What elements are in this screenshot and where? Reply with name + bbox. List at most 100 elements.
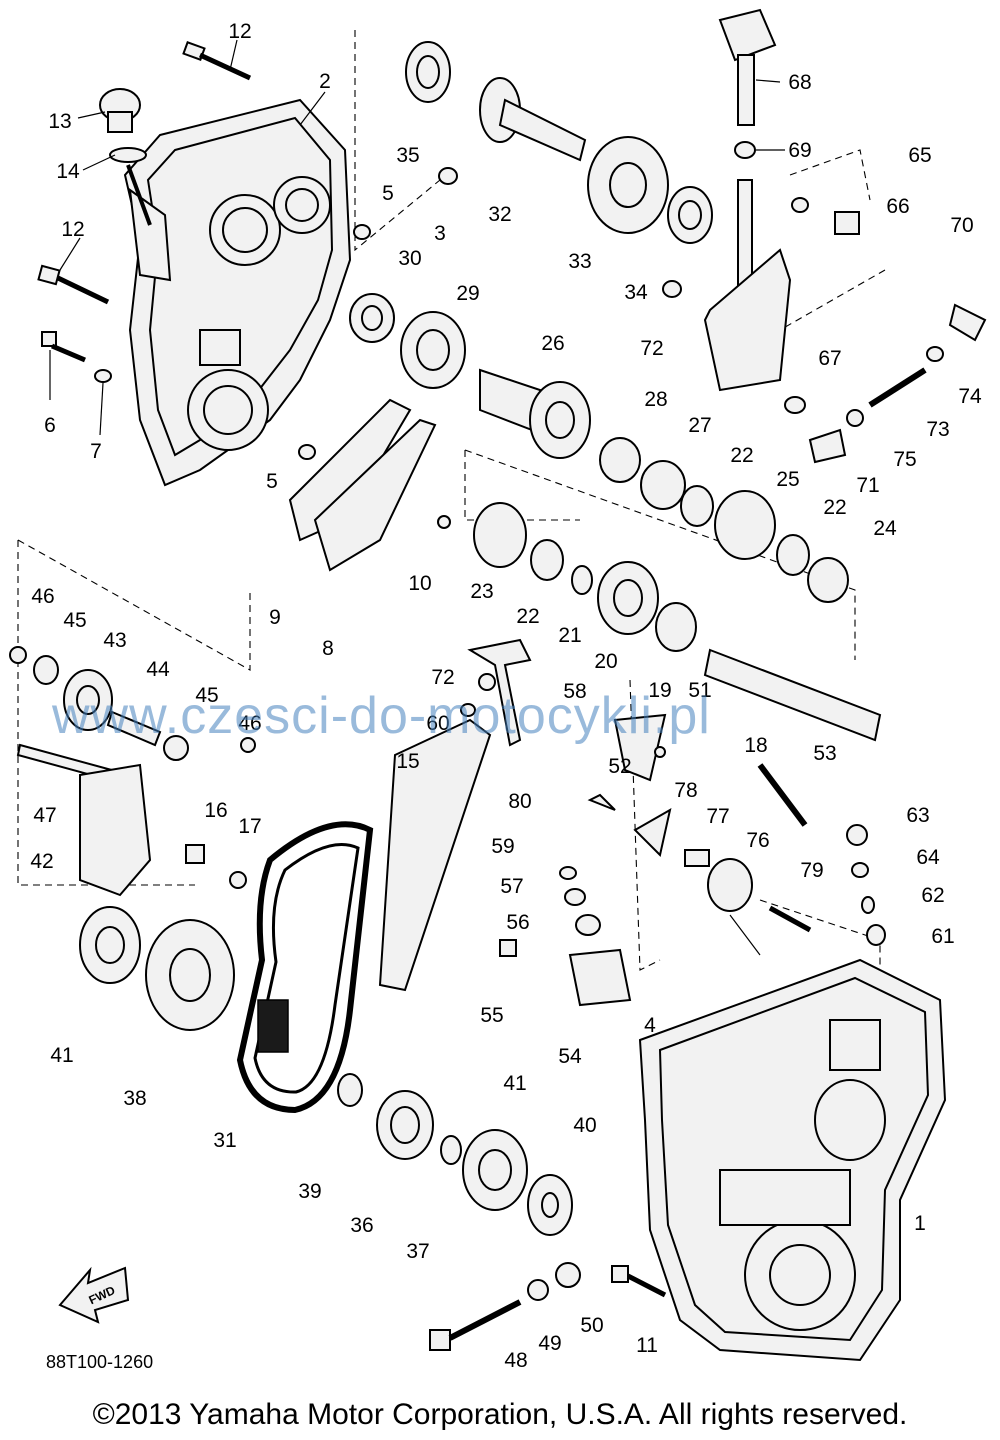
callout-55: 55 [480,1004,503,1027]
callout-59: 59 [491,835,514,858]
callout-74: 74 [958,385,982,408]
callout-41: 41 [503,1072,526,1095]
callout-52: 52 [608,755,631,778]
callout-35: 35 [396,144,419,167]
callout-22: 22 [823,496,846,519]
callout-57: 57 [500,875,523,898]
callout-71: 71 [856,474,879,497]
callout-7: 7 [90,440,102,463]
callout-77: 77 [706,805,729,828]
belt-and-strap [236,718,492,1114]
callout-43: 43 [103,629,126,652]
callout-20: 20 [594,650,617,673]
upper-bearings [349,41,713,389]
callout-46: 46 [31,585,54,608]
leader-lines [49,39,785,956]
callout-9: 9 [269,606,281,629]
callout-38: 38 [123,1087,146,1110]
callout-45: 45 [195,684,218,707]
callout-3: 3 [434,222,446,245]
watermark-text: www.czesci-do-motocykli.pl [52,687,711,745]
mid-gears [473,502,882,742]
copyright-notice: ©2013 Yamaha Motor Corporation, U.S.A. A… [92,1398,908,1431]
upper-gears [479,77,849,603]
lower-case [638,958,947,1362]
callout-69: 69 [788,139,811,162]
callout-61: 61 [931,925,954,948]
callout-65: 65 [908,144,931,167]
group-frames [17,30,886,980]
callout-5: 5 [382,182,394,205]
callout-39: 39 [298,1180,321,1203]
callout-58: 58 [563,680,586,703]
callout-68: 68 [788,71,811,94]
callout-32: 32 [488,203,511,226]
callout-42: 42 [30,850,53,873]
callout-2: 2 [319,70,331,93]
callout-1: 1 [914,1212,926,1235]
callout-62: 62 [921,884,944,907]
callout-16: 16 [204,799,227,822]
callout-46: 46 [238,712,261,735]
callout-48: 48 [504,1349,527,1372]
left-cluster [9,646,256,1031]
gaskets [288,398,451,572]
callout-33: 33 [568,250,591,273]
callout-23: 23 [470,580,493,603]
callout-30: 30 [398,247,421,270]
callout-78: 78 [674,779,697,802]
callout-50: 50 [580,1314,603,1337]
callout-4: 4 [644,1014,656,1037]
fwd-arrow-icon: FWD [58,1266,130,1324]
callout-60: 60 [426,712,449,735]
callout-17: 17 [238,815,261,838]
shift-linkage [703,8,987,464]
callout-45: 45 [63,609,86,632]
callout-labels: 1 2 3 4 5 5 5 6 7 8 9 10 11 12 12 13 14 … [30,20,982,1372]
reference-code: 88T100-1260 [46,1352,154,1372]
callout-31: 31 [213,1129,236,1152]
callout-47: 47 [33,804,56,827]
callout-29: 29 [456,282,479,305]
callout-22: 22 [730,444,753,467]
callout-72: 72 [640,337,663,360]
callout-11: 11 [636,1334,658,1357]
callout-6: 6 [44,414,56,437]
callout-13: 13 [48,110,71,133]
callout-41: 41 [50,1044,73,1067]
callout-79: 79 [800,859,823,882]
lower-parts [337,1073,667,1351]
callout-10: 10 [408,572,431,595]
upper-bolts [37,41,458,460]
shift-parts-mid [460,638,886,1007]
callout-80: 80 [508,790,531,813]
upper-case-cover [123,98,352,487]
callout-64: 64 [916,846,940,869]
callout-54: 54 [558,1045,582,1068]
callout-12: 12 [228,20,251,43]
callout-67: 67 [818,347,841,370]
callout-34: 34 [624,281,648,304]
callout-44: 44 [146,658,170,681]
callout-14: 14 [56,160,80,183]
callout-12: 12 [61,218,84,241]
callout-53: 53 [813,742,836,765]
callout-70: 70 [950,214,973,237]
callout-36: 36 [350,1214,373,1237]
callout-22: 22 [516,605,539,628]
callout-26: 26 [541,332,564,355]
callout-66: 66 [886,195,909,218]
callout-75: 75 [893,448,916,471]
callout-73: 73 [926,418,949,441]
callout-15: 15 [396,750,419,773]
callout-56: 56 [506,911,529,934]
callout-18: 18 [744,734,767,757]
callout-63: 63 [906,804,929,827]
callout-8: 8 [322,637,334,660]
callout-25: 25 [776,468,799,491]
callout-72: 72 [431,666,454,689]
callout-5: 5 [266,470,278,493]
callout-21: 21 [558,624,581,647]
callout-76: 76 [746,829,769,852]
